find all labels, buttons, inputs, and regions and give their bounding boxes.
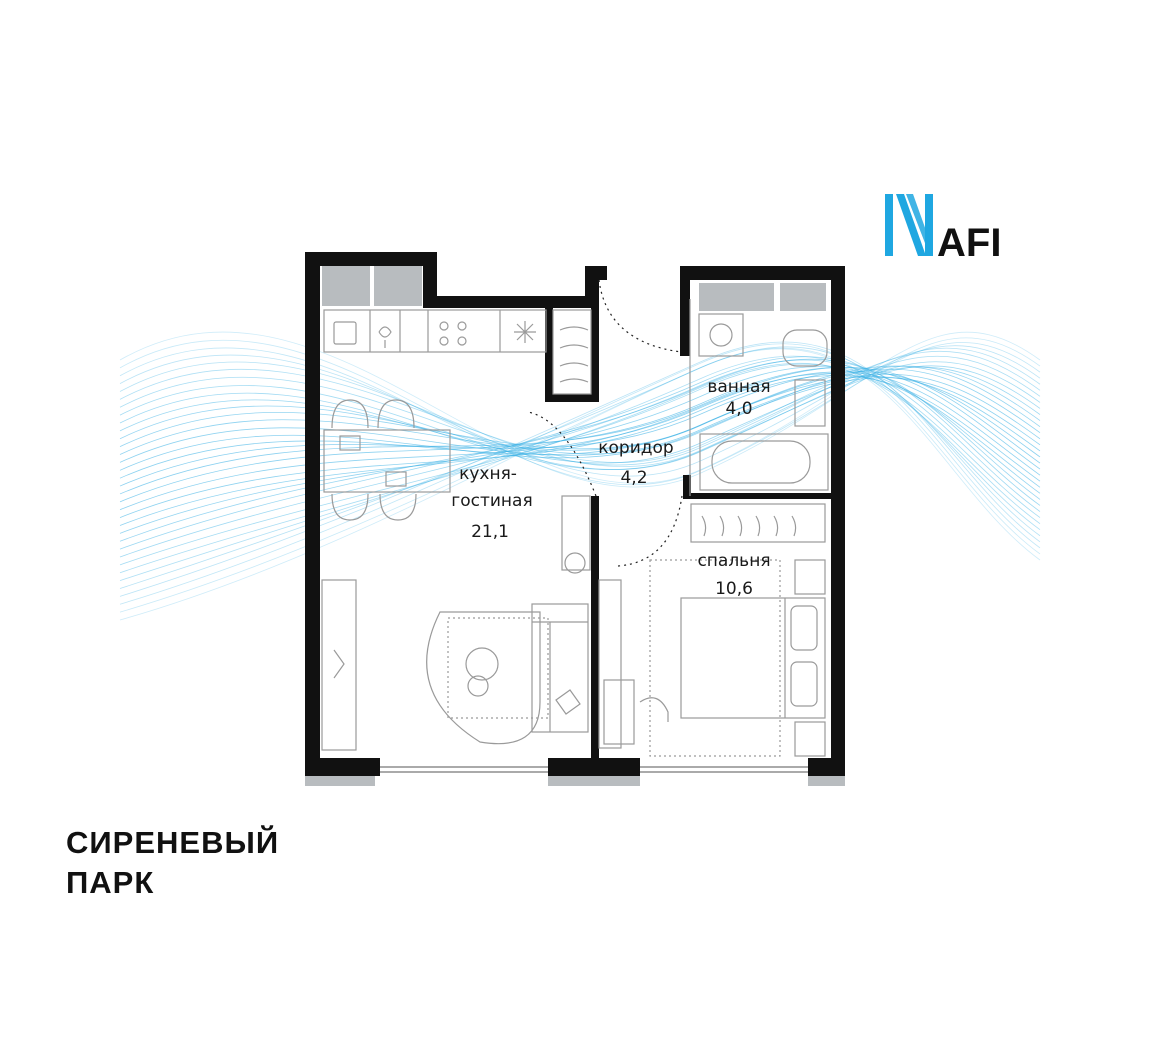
door-swings [527,279,683,567]
wave-line [119,365,1041,450]
wave-line [119,362,1041,574]
bedroom-name: спальня [697,551,770,571]
corridor-name: коридор [598,438,673,458]
wave-line [119,371,1041,511]
wave-line [119,342,1041,485]
wave-line [119,343,1041,605]
wave-line [119,337,1041,488]
project-title-line1: СИРЕНЕВЫЙ [66,825,280,860]
wave-line [119,377,1041,471]
wave-line [119,347,1041,613]
room-labels: кухня- гостиная 21,1 коридор 4,2 ванная … [451,377,770,599]
wave-line [119,347,1041,468]
afi-logo-text: AFI [937,221,1001,265]
kitchen-counter [323,309,547,353]
wave-line [119,366,1041,534]
wave-line [119,363,1041,566]
afi-logo: AFI [885,194,1001,265]
wave-line [119,358,1041,542]
wave-line [119,376,1041,479]
dining-set [323,399,451,521]
wave-line [119,355,1041,466]
wave-line [119,356,1041,550]
wave-line [119,371,1041,487]
wave-line [119,367,1041,503]
wave-line [119,331,1041,484]
bedroom-area: 10,6 [715,579,753,599]
kitchen-area: 21,1 [471,522,509,542]
kitchen-name-line1: кухня- [459,464,517,484]
walls [305,252,845,776]
kitchen-name-line2: гостиная [451,491,532,511]
wave-line [119,359,1041,558]
bedroom-furniture [598,503,826,757]
windows [305,266,845,786]
wave-line [119,373,1041,526]
wave-line [119,366,1041,495]
corridor-wardrobe [552,309,592,395]
wave-line [119,341,1041,597]
living-furniture [321,495,591,751]
bathroom-area: 4,0 [725,399,752,419]
wave-pattern-decoration [119,331,1041,621]
bathroom-fixtures [689,299,829,496]
wave-line [119,350,1041,463]
wave-line [119,365,1041,470]
afi-x-mark-icon [885,194,933,256]
wave-line [119,373,1041,463]
wave-line [119,345,1041,477]
corridor-area: 4,2 [620,468,647,488]
wave-line [119,361,1041,470]
bathroom-name: ванная [707,377,770,397]
wave-line [119,366,1041,464]
wave-line [119,375,1041,518]
project-title-line2: ПАРК [66,865,155,900]
wave-line [119,368,1041,455]
bottom-windows [380,766,808,786]
